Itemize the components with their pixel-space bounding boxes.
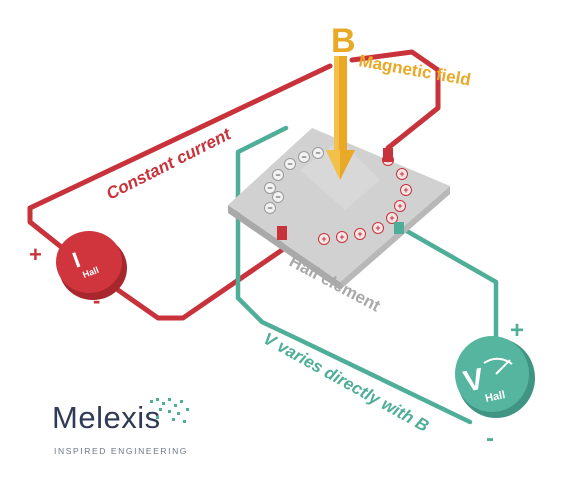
svg-text:+: + (375, 223, 380, 233)
voltage-wire-left (235, 125, 473, 425)
charge-minus: − (312, 147, 324, 159)
svg-text:−: − (267, 183, 272, 193)
charge-minus: − (264, 202, 276, 214)
voltage-contact (394, 222, 404, 234)
charge-minus: − (298, 151, 310, 163)
svg-text:+: + (339, 232, 344, 242)
melexis-logo: Melexis INSPIRED ENGINEERING (52, 400, 192, 470)
svg-text:+: + (397, 201, 402, 211)
v-varies-label: V varies directly with B (260, 329, 432, 436)
current-minus-sign: - (93, 288, 100, 313)
charge-plus: + (400, 184, 412, 196)
current-wire-bottom (115, 231, 285, 321)
logo-name: Melexis (52, 400, 161, 435)
magnetic-field-arrow (326, 56, 355, 180)
v-subscript: Hall (484, 389, 506, 405)
charge-plus: + (386, 212, 398, 224)
svg-text:−: − (275, 192, 280, 202)
svg-text:−: − (275, 170, 280, 180)
charge-minus: − (272, 191, 284, 203)
charge-plus: + (318, 233, 330, 245)
current-contact-right (383, 148, 393, 162)
b-label: B (331, 22, 356, 60)
svg-text:−: − (301, 152, 306, 162)
current-wire-top (27, 63, 333, 261)
charge-plus: + (394, 200, 406, 212)
charge-plus: + (372, 222, 384, 234)
voltage-plus-sign: + (510, 317, 524, 344)
svg-text:−: − (315, 148, 320, 158)
logo-tagline: INSPIRED ENGINEERING (54, 446, 189, 456)
charge-minus: − (264, 182, 276, 194)
svg-text:+: + (357, 229, 362, 239)
charge-minus: − (284, 158, 296, 170)
charge-plus: + (336, 231, 348, 243)
positive-charges: + + + + + + + + + (318, 154, 412, 245)
charge-plus: + (396, 168, 408, 180)
svg-text:+: + (403, 185, 408, 195)
negative-charges: − − − − − − − (264, 147, 324, 214)
voltmeter-icon: V Hall (455, 336, 535, 418)
logo-dots (150, 398, 189, 423)
svg-text:+: + (321, 234, 326, 244)
svg-text:+: + (399, 169, 404, 179)
voltage-minus-sign: - (486, 425, 494, 452)
charge-minus: − (272, 169, 284, 181)
svg-text:−: − (287, 159, 292, 169)
current-contact-left (277, 226, 287, 240)
voltage-wire-right (395, 223, 499, 341)
svg-text:+: + (389, 213, 394, 223)
svg-text:−: − (267, 203, 272, 213)
current-plus-sign: + (29, 242, 42, 267)
magnetic-field-label: Magnetic field (357, 51, 472, 89)
charge-plus: + (354, 228, 366, 240)
current-meter-icon: I Hall (56, 231, 127, 300)
